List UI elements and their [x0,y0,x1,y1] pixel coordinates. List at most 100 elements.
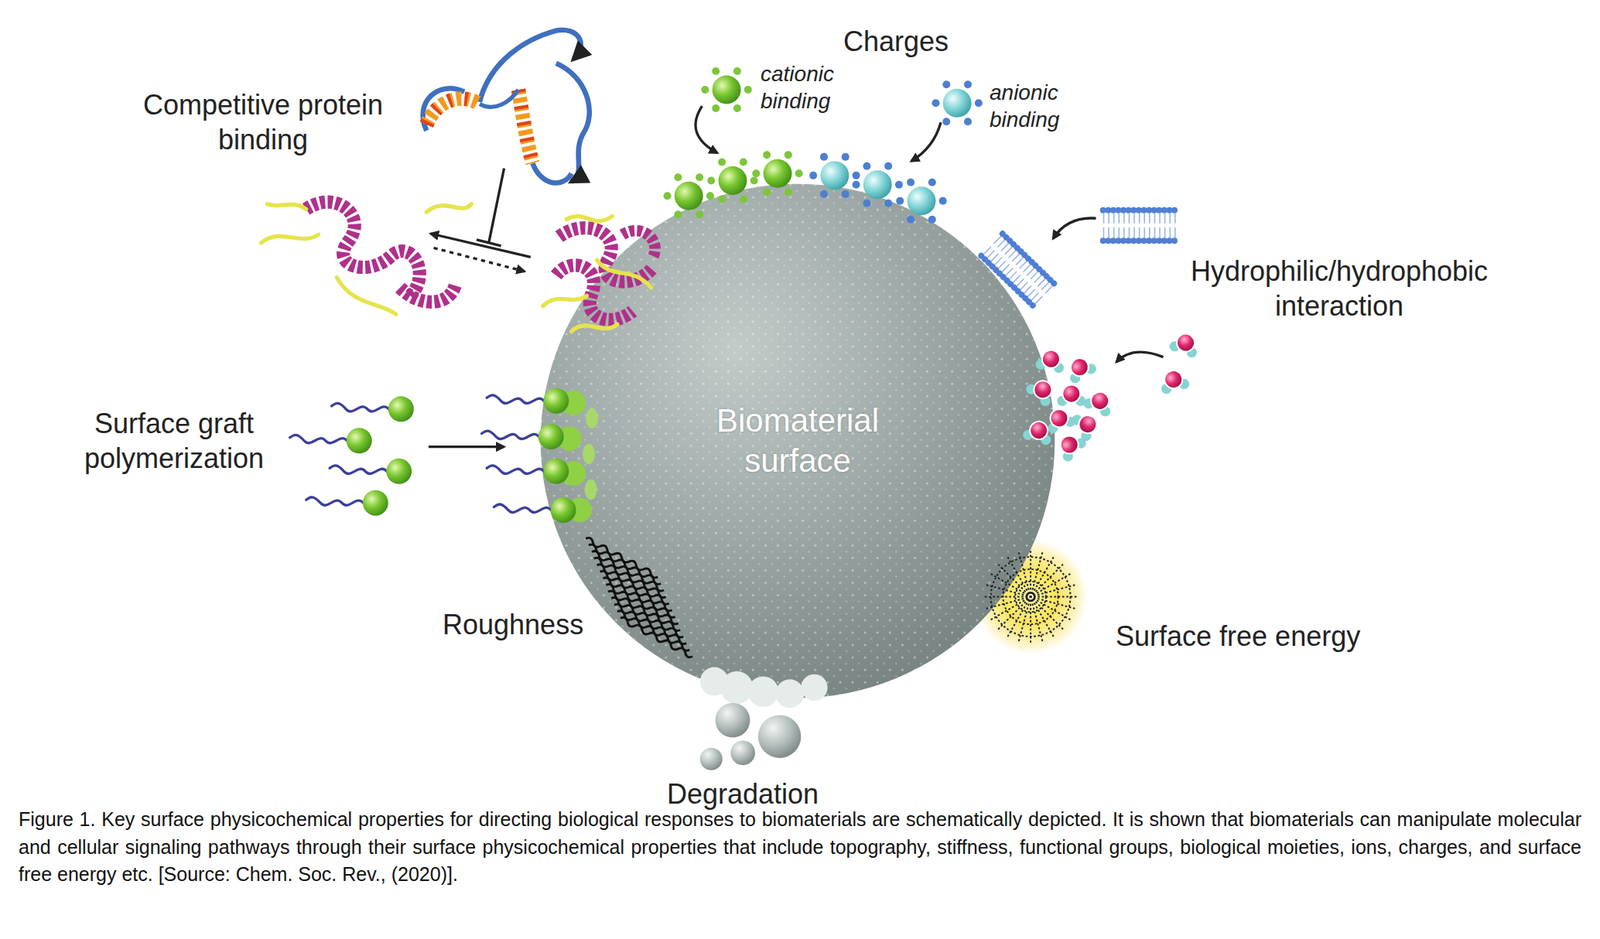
energy-sunburst-part [1002,569,1058,625]
free-polymer-chains-part [290,427,373,454]
bound-ions-part [809,153,860,199]
property-label: Surface free energy [1115,618,1361,654]
bound-protein [543,216,656,332]
property-label: Competitive protein binding [108,87,418,158]
roughness-waves-part [612,602,688,646]
bound-ions-part [707,157,758,203]
protein-ribbon-part [479,89,519,107]
roughness-waves-part [615,609,691,653]
free-polymer-chains [290,396,505,516]
property-label: Roughness [442,607,584,643]
free-protein-part [267,204,307,210]
free-protein-part [336,277,396,315]
free-lipid-bilayer-part [1103,210,1177,242]
free-polymer-chains-part [331,396,414,422]
grafted-chains-part [486,388,569,414]
free-water-molecules [1116,328,1203,396]
equilibrium-arrows-part [434,247,525,271]
energy-sunburst-part [1015,581,1047,613]
free-protein-part [306,201,421,296]
free-ions [695,67,983,161]
energy-sunburst [984,550,1077,643]
free-protein-part [400,285,455,302]
bound-ions-part [752,150,803,196]
degradation-particles-part [715,703,751,739]
grafted-chains-part [482,423,565,450]
binding-label: cationic binding [760,60,877,115]
binding-label: anionic binding [989,78,1106,134]
property-label: Hydrophilic/hydrophobic interaction [1157,253,1522,324]
protein-ribbon-part [518,89,533,164]
free-lipid-bilayer-part [1052,218,1096,240]
free-polymer-chains-part [329,458,412,485]
node-label: Biomaterial surface [670,400,926,483]
bound-lipid-bilayer-part [981,233,1056,307]
bound-ions-part [852,162,903,208]
degradation-particles-part [800,674,828,701]
free-polymer-chains-part [306,490,389,517]
property-label: Degradation [666,776,819,812]
degradation-particles-part [775,679,804,708]
degradation-particles-part [730,740,756,766]
roughness-waves [584,536,694,659]
grafted-chains-part [486,458,569,485]
equilibrium-arrows-part [488,168,505,243]
bound-protein-part [566,216,612,222]
free-lipid-bilayer [1052,210,1177,242]
bound-protein-part [597,259,652,288]
bound-ions-part [663,173,715,219]
free-protein-part [426,204,472,213]
equilibrium-arrows-part [430,233,531,257]
circle-outline-part [540,184,1056,699]
free-protein-part [261,234,319,243]
protein-ribbon-part [518,89,533,164]
degradation-particles-part [758,715,801,759]
free-ions-part [931,80,982,126]
protein-ribbon [423,30,590,184]
free-protein [261,201,472,315]
grafted-chains-part [584,479,598,500]
figure-caption: Figure 1. Key surface physicochemical pr… [18,806,1582,889]
bound-water-cluster [1022,347,1118,465]
free-ions-part [911,122,941,161]
circle-outline [538,181,1057,701]
free-ions-part [700,67,752,113]
grafted-chains-part [582,444,595,465]
bound-ions-part [895,178,947,224]
bound-protein-part [543,295,588,306]
degradation-particles [700,667,828,771]
bound-water-cluster-part [1035,347,1067,374]
equilibrium-arrows-part [476,239,502,247]
bound-protein-part [622,230,656,257]
grafted-chains-part [493,497,576,524]
grafted-chains-part [585,408,599,429]
roughness-waves-part [618,615,694,659]
protein-ribbon-part [426,99,480,125]
circle-outline-part [540,184,1056,699]
degradation-particles-part [700,748,723,771]
energy-sunburst-part [991,557,1071,637]
bound-ions [663,150,948,224]
bound-water-cluster-part [1024,372,1061,408]
free-water-molecules-part [1157,366,1191,396]
degradation-particles-part [720,671,753,705]
protein-ribbon-part [426,99,480,125]
equilibrium-arrows [430,168,531,272]
free-water-molecules-part [1116,352,1164,363]
surface-circle: Biomaterial surface [538,181,1057,701]
protein-ribbon-part [532,163,571,183]
bound-water-cluster-part [1056,384,1086,407]
degradation-particles-part [748,676,780,708]
free-ions-part [695,105,718,154]
protein-ribbon-part [556,63,590,182]
property-label: Surface graft polymerization [46,406,302,476]
bound-water-cluster-part [1062,352,1098,386]
bound-protein-part [571,324,618,332]
free-water-molecules-part [1168,328,1203,359]
property-label: Charges [843,23,949,59]
bound-water-cluster-part [1022,417,1056,447]
bound-water-cluster-part [1081,386,1117,418]
bound-water-cluster-part [1052,427,1088,464]
energy-sunburst-part [986,584,1076,609]
